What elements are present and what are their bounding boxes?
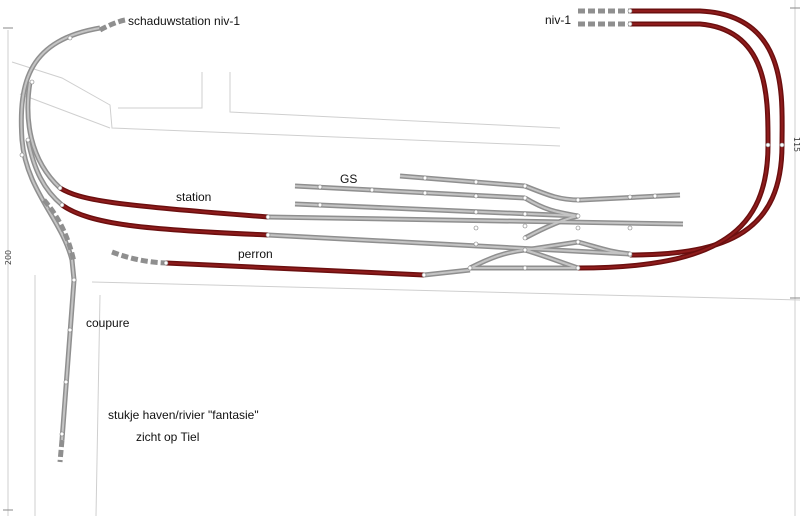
room-outline: [7, 0, 800, 516]
dimension-right: 115: [792, 136, 800, 153]
label-harbor: stukje haven/rivier "fantasie": [108, 408, 259, 422]
red-station-track-upper: [58, 185, 269, 220]
grey-tracks: [18, 25, 101, 441]
label-station: station: [176, 190, 212, 204]
station-yard: [267, 173, 684, 278]
outer-grey-track: [18, 25, 101, 441]
dimension-markers: [3, 7, 800, 511]
label-perron: perron: [238, 247, 273, 261]
dashed-track-ends: [42, 8, 630, 463]
dimension-left: 200: [4, 249, 14, 266]
red-tracks: [58, 8, 785, 278]
label-shadow-station: schaduwstation niv-1: [128, 14, 241, 28]
red-inner-loop: [577, 21, 771, 271]
label-niv: niv-1: [545, 13, 572, 27]
label-coupure: coupure: [86, 316, 130, 330]
rail-joints: [19, 8, 785, 437]
inner-grey-track: [25, 81, 62, 190]
label-view: zicht op Tiel: [136, 430, 200, 444]
label-gs: GS: [340, 172, 358, 186]
